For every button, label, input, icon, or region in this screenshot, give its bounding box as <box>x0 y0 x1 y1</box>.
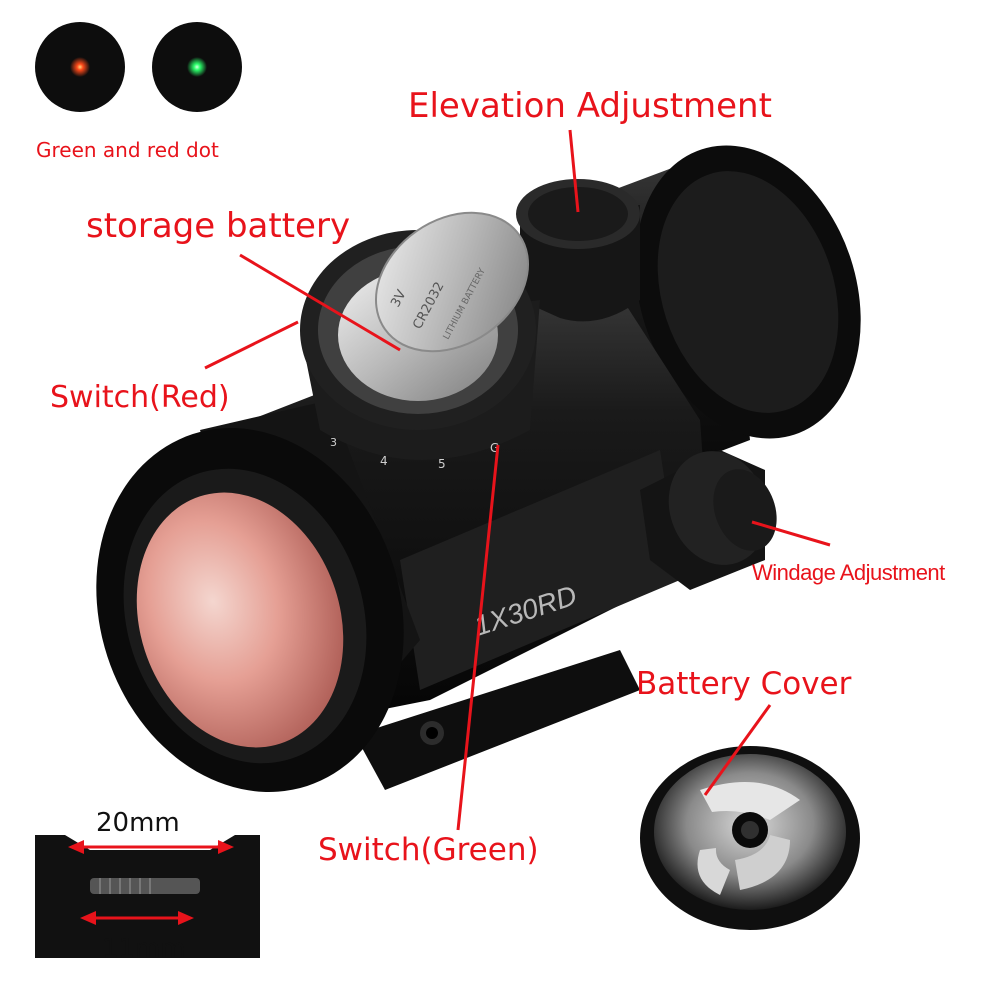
dots-caption: Green and red dot <box>36 138 219 162</box>
dimension-arrow-20mm <box>68 840 234 854</box>
windage-label: Windage Adjustment <box>752 560 945 585</box>
green-dot-sample <box>152 22 242 112</box>
switch-red-label: Switch(Red) <box>50 380 230 415</box>
mount-bottom-dimension: 11mm <box>102 934 186 964</box>
coin-battery: CR2032 3V LITHIUM BATTERY <box>374 211 530 353</box>
dial-mark-3: 3 <box>330 436 337 449</box>
dial-mark-5: 5 <box>438 457 446 471</box>
battery-cover <box>640 746 860 930</box>
leader-lines <box>204 129 831 831</box>
elevation-knob <box>516 179 640 322</box>
objective-lens <box>136 492 344 748</box>
dial-mark-g: G <box>490 441 499 455</box>
elevation-label: Elevation Adjustment <box>408 86 772 126</box>
dial-mark-4: 4 <box>380 454 388 468</box>
windage-knob <box>640 450 777 590</box>
mount-top-dimension: 20mm <box>96 808 180 838</box>
storage-battery-label: storage battery <box>86 206 351 246</box>
dimension-arrow-11mm <box>80 911 194 925</box>
mount-illustration <box>35 835 260 958</box>
scope-front-tube <box>96 400 420 792</box>
red-dot-sample <box>35 22 125 112</box>
switch-green-label: Switch(Green) <box>318 832 539 868</box>
battery-voltage-text: 3V <box>388 288 409 310</box>
battery-cover-label: Battery Cover <box>636 666 852 702</box>
